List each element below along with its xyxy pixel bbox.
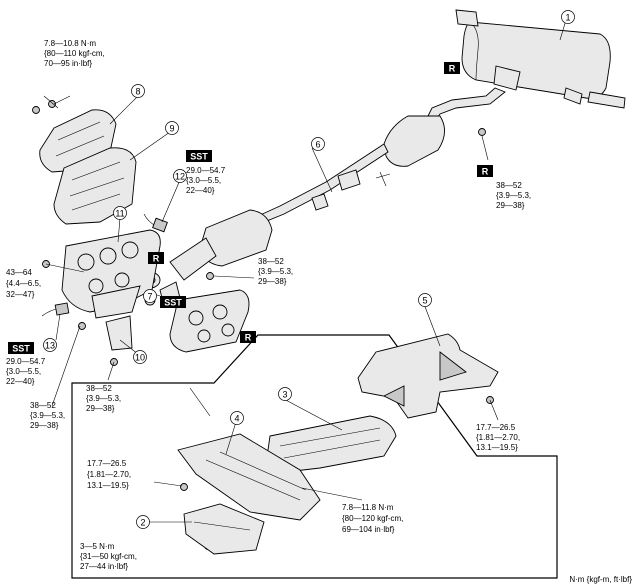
torque-spec-7: 38—52 {3.9—5.3, 29—38} [86,384,123,413]
callout-11-label: 11 [115,209,124,219]
manifold-gasket [169,289,250,353]
torque-spec-1: 7.8—10.8 N·m {80—110 kgf-cm, 70—95 in·lb… [44,39,107,68]
callout-6-label: 6 [315,140,320,150]
torque-spec-6: 29.0—54.7 {3.0—5.5, 22—40} [6,357,47,386]
callout-5 [418,293,432,307]
replace-badge-4 [240,331,256,343]
torque-spec-4: 43—64 {4.4—6.5, 32—47} [6,268,43,299]
torque-spec-11: 7.8—11.8 N·m {80—120 kgf-cm, 69—104 in·l… [342,503,406,534]
callout-13-label: 13 [45,341,55,351]
callout-4 [230,411,244,425]
callout-12 [173,169,187,183]
inset-heat-insulators [177,415,397,555]
callout-13 [43,338,57,352]
callout-1 [561,10,575,24]
torque-spec-10: 17.7—26.5 {1.81—2.70, 13.1—19.5} [87,459,133,490]
inset-frame [71,334,558,579]
sst-badge-1 [186,150,212,162]
callout-8 [131,84,145,98]
callout-10 [133,350,147,364]
callout-5-label: 5 [422,296,427,306]
replace-badge-4-label: R [245,333,252,343]
manifold-bracket [105,315,133,351]
callout-7 [143,289,157,303]
exhaust-manifold [61,229,161,319]
sst-badge-2-label: SST [164,298,182,308]
replace-badge-1 [444,62,460,74]
replace-badge-2 [477,165,493,177]
torque-spec-5: 38—52 {3.9—5.3, 29—38} [258,257,295,286]
part-number-callouts: 1 2 3 4 5 6 7 8 9 10 11 12 13 [43,10,575,529]
callout-1-label: 1 [565,13,570,23]
replace-badge-2-label: R [482,167,489,177]
callout-3-label: 3 [282,390,287,400]
callout-2 [136,515,150,529]
callout-2-label: 2 [140,518,145,528]
callout-3 [278,387,292,401]
torque-spec-8: 38—52 {3.9—5.3, 29—38} [30,401,67,430]
under-cover [357,333,499,419]
sst-badge-2 [160,296,186,308]
sst-badge-1-label: SST [190,152,208,162]
torque-spec-12: 3—5 N·m {31—50 kgf-cm, 27—44 in·lbf} [80,542,139,571]
callout-8-label: 8 [135,87,140,97]
callout-12-label: 12 [175,172,185,182]
callout-7-label: 7 [147,292,152,302]
callout-6 [311,137,325,151]
torque-spec-3: 38—52 {3.9—5.3, 29—38} [496,181,533,210]
main-silencer [455,9,626,109]
callout-11 [113,206,127,220]
callout-10-label: 10 [135,353,145,363]
sst-badge-3-label: SST [12,344,30,354]
badges: SST SST SST R R R R [8,62,493,354]
leader-lines [43,19,567,523]
torque-spec-9: 17.7—26.5 {1.81—2.70, 13.1—19.5} [476,423,522,452]
sst-badge-3 [8,342,34,354]
callout-9 [165,121,179,135]
heat-insulator [53,147,137,225]
callout-9-label: 9 [169,124,174,134]
torque-spec-2: 29.0—54.7 {3.0—5.5, 22—40} [186,166,227,195]
torque-specs: 7.8—10.8 N·m {80—110 kgf-cm, 70—95 in·lb… [6,39,533,571]
replace-badge-1-label: R [449,64,456,74]
replace-badge-3 [148,252,164,264]
replace-badge-3-label: R [153,254,160,264]
middle-pipe [235,87,506,233]
callout-4-label: 4 [234,414,239,424]
units-note: N·m {kgf-m, ft·lbf} [569,575,632,584]
oxygen-sensors [41,213,168,317]
